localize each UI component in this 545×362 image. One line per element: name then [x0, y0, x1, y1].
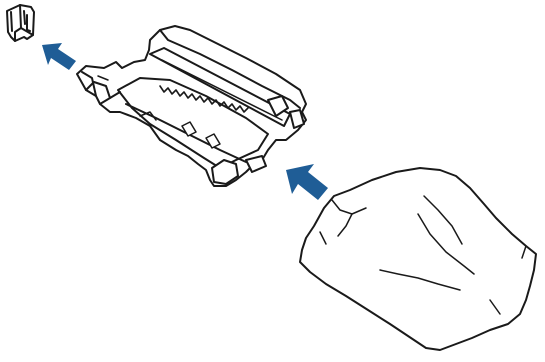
arrow-icon-remove-from-bag — [286, 164, 328, 200]
drum-unit-icon — [77, 26, 306, 186]
arrow-icon-remove-cap — [42, 43, 76, 70]
plastic-bag-icon — [300, 168, 536, 350]
protective-cap-icon — [7, 5, 34, 41]
